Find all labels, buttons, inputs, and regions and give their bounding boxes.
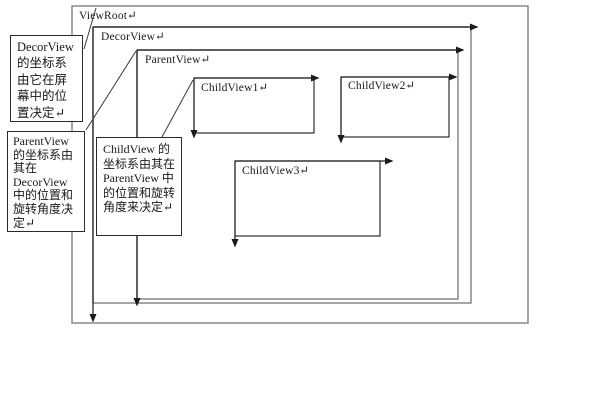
leader-line-decorview-note [83, 7, 97, 50]
decorview-label: DecorView↵ [101, 31, 165, 43]
childview2-label: ChildView2↵ [348, 80, 416, 92]
childview2-box [340, 76, 450, 138]
childview1-label: ChildView1↵ [201, 82, 269, 94]
leader-line-childview-note [161, 79, 194, 138]
leader-line-parentview-note [85, 50, 137, 131]
childview3-box [234, 160, 381, 237]
viewroot-label: ViewRoot↵ [79, 10, 138, 22]
parentview-label: ParentView↵ [145, 54, 211, 66]
childview3-label: ChildView3↵ [242, 165, 310, 177]
childview-coordinate-note: ChildView 的 坐标系由其在 ParentView 中 的位置和旋转 角… [96, 137, 182, 236]
decorview-coordinate-note: DecorView 的坐标系 由它在屏 幕中的位 置决定↵ [10, 35, 83, 122]
parentview-coordinate-note: ParentView 的坐标系由 其在 DecorView 中的位置和 旋转角度… [7, 131, 85, 232]
childview1-box [193, 77, 315, 134]
